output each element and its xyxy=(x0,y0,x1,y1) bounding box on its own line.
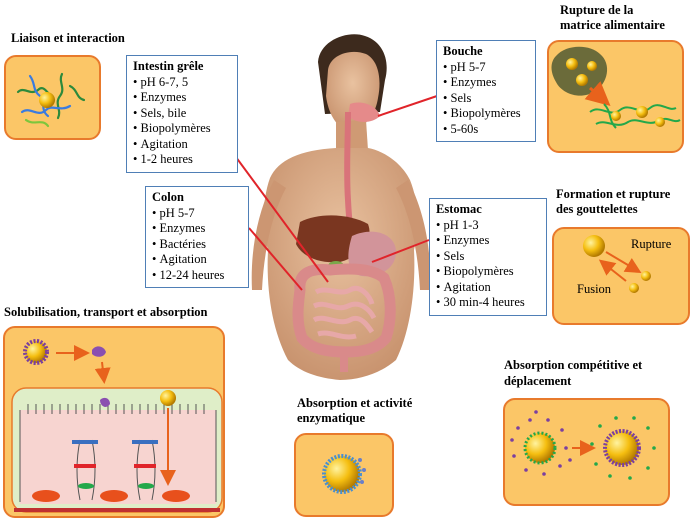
heading-absorption-competitive-line2: déplacement xyxy=(504,374,572,388)
binding-droplet-illustration xyxy=(16,72,86,128)
droplet-fusion-illustration xyxy=(583,235,651,293)
box-colon-item: Bactéries xyxy=(152,237,242,253)
box-bouche-list: pH 5-7 Enzymes Sels Biopolymères 5-60s xyxy=(443,60,529,138)
box-bouche-title: Bouche xyxy=(443,44,483,58)
box-bouche-item: pH 5-7 xyxy=(443,60,529,76)
box-estomac-item: Biopolymères xyxy=(436,264,540,280)
box-colon-item: Agitation xyxy=(152,252,242,268)
box-estomac-title: Estomac xyxy=(436,202,482,216)
transport-absorption-illustration xyxy=(11,339,223,513)
box-intestin-item: Enzymes xyxy=(133,90,231,106)
box-intestin-item: Biopolymères xyxy=(133,121,231,137)
heading-rupture-matrice-line2: matrice alimentaire xyxy=(560,18,665,32)
box-intestin-item: pH 6-7, 5 xyxy=(133,75,231,91)
box-estomac-item: Enzymes xyxy=(436,233,540,249)
competitive-absorption-illustration xyxy=(510,410,656,480)
heading-liaison: Liaison et interaction xyxy=(11,31,125,45)
box-intestin-grele: Intestin grêle pH 6-7, 5 Enzymes Sels, b… xyxy=(126,55,238,173)
box-intestin-item: Agitation xyxy=(133,137,231,153)
box-estomac-item: 30 min-4 heures xyxy=(436,295,540,311)
heading-formation-line2: des gouttelettes xyxy=(556,202,638,216)
box-estomac: Estomac pH 1-3 Enzymes Sels Biopolymères… xyxy=(429,198,547,316)
box-colon: Colon pH 5-7 Enzymes Bactéries Agitation… xyxy=(145,186,249,288)
matrix-rupture-illustration xyxy=(551,46,681,129)
box-intestin-item: 1-2 heures xyxy=(133,152,231,168)
box-colon-item: Enzymes xyxy=(152,221,242,237)
heading-absorption-enzymatique-line1: Absorption et activité xyxy=(297,396,413,410)
human-body-figure xyxy=(251,34,431,380)
label-rupture: Rupture xyxy=(631,237,672,251)
box-bouche-item: Enzymes xyxy=(443,75,529,91)
box-colon-title: Colon xyxy=(152,190,184,204)
box-estomac-item: Agitation xyxy=(436,280,540,296)
box-intestin-title: Intestin grêle xyxy=(133,59,204,73)
box-estomac-item: pH 1-3 xyxy=(436,218,540,234)
heading-formation-line1: Formation et rupture xyxy=(556,187,671,201)
box-bouche-item: Sels xyxy=(443,91,529,107)
box-colon-item: pH 5-7 xyxy=(152,206,242,222)
box-estomac-list: pH 1-3 Enzymes Sels Biopolymères Agitati… xyxy=(436,218,540,311)
enzymatic-droplet-illustration xyxy=(322,454,366,494)
heading-absorption-competitive-line1: Absorption compétitive et xyxy=(504,358,643,372)
heading-absorption-enzymatique-line2: enzymatique xyxy=(297,411,366,425)
box-intestin-list: pH 6-7, 5 Enzymes Sels, bile Biopolymère… xyxy=(133,75,231,168)
box-estomac-item: Sels xyxy=(436,249,540,265)
heading-rupture-matrice-line1: Rupture de la xyxy=(560,3,634,17)
box-intestin-item: Sels, bile xyxy=(133,106,231,122)
heading-solubilisation: Solubilisation, transport et absorption xyxy=(4,305,208,319)
box-colon-item: 12-24 heures xyxy=(152,268,242,284)
box-colon-list: pH 5-7 Enzymes Bactéries Agitation 12-24… xyxy=(152,206,242,284)
box-bouche: Bouche pH 5-7 Enzymes Sels Biopolymères … xyxy=(436,40,536,142)
box-bouche-item: Biopolymères xyxy=(443,106,529,122)
box-bouche-item: 5-60s xyxy=(443,122,529,138)
label-fusion: Fusion xyxy=(577,282,612,296)
